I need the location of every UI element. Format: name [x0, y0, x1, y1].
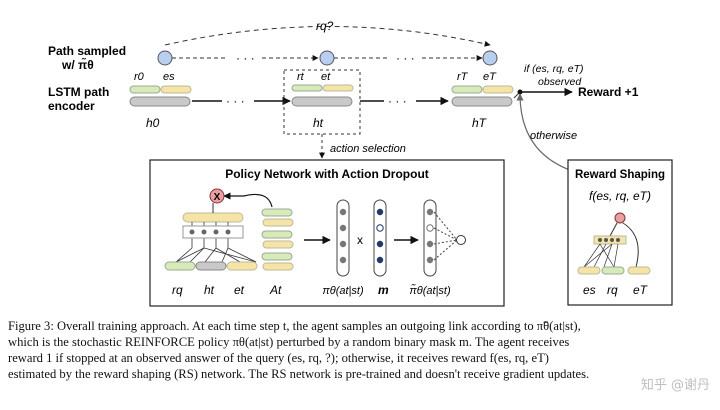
rs-rq-bar [601, 266, 625, 275]
ht-focus-box [283, 69, 361, 135]
dots-mid-1: · · · [226, 94, 245, 108]
r0-label: r0 [134, 71, 145, 83]
rs-mlp-to-output [609, 222, 618, 237]
caption-line-1: Figure 3: Overall training approach. At … [8, 319, 581, 333]
pi-tilde-label: π̃θ(at|st) [409, 284, 451, 297]
if-observed-label-2: observed [538, 76, 582, 88]
caption-line-2: which is the stochastic REINFORCE policy… [8, 335, 570, 349]
pi-tilde-units [426, 208, 434, 264]
dots-top-2: · · · [396, 51, 415, 65]
at-relation-bar-2 [261, 230, 293, 239]
h0-relation-bar [129, 85, 161, 94]
query-arc [164, 26, 491, 47]
reward-shaping-title: Reward Shaping [575, 169, 665, 181]
et-label: et [321, 71, 331, 83]
rT-label: rT [457, 71, 469, 83]
encoder-label: encoder [48, 99, 95, 113]
h0-entity-bar [160, 85, 192, 94]
mlp-hidden-units [189, 229, 231, 235]
sampling-edges [433, 211, 458, 261]
pi-label: πθ(at|st) [322, 285, 364, 297]
rq-query-label: rq? [316, 19, 334, 33]
hT-entity-bar [482, 85, 514, 94]
node-start [157, 50, 173, 66]
sampler-node [456, 235, 466, 245]
reward-shaping-box [567, 159, 673, 306]
reward-label: Reward +1 [578, 85, 639, 99]
mlp-hidden-layer [182, 225, 244, 239]
at-relation-bar-1 [261, 208, 293, 217]
pi-vector-units [339, 208, 347, 264]
lstm-label: LSTM path [48, 85, 109, 99]
input-et-bar [226, 261, 258, 271]
rs-rq-label: rq [607, 283, 618, 297]
pi-tilde-vector [423, 199, 437, 277]
dot-product-mark: X [214, 192, 221, 203]
rs-es-bar [577, 266, 601, 275]
rs-eT-to-output [622, 222, 639, 268]
rs-connections [583, 243, 619, 268]
input-rq-label: rq [172, 283, 183, 297]
path-sampled-label: Path sampled [48, 44, 126, 58]
path-sampled-policy-label: w/ π̃θ [61, 57, 94, 72]
at-relation-bar-3 [261, 252, 293, 261]
caption-line-3: reward 1 if stopped at an observed answe… [8, 351, 549, 365]
policy-network-title: Policy Network with Action Dropout [225, 167, 429, 181]
rs-es-label: es [583, 283, 596, 297]
watermark: 知乎 @谢丹 [640, 378, 710, 393]
ht-entity-bar [322, 84, 354, 92]
node-end [482, 50, 498, 66]
times-sign: x [357, 233, 363, 247]
rs-eT-label: eT [633, 283, 649, 297]
rt-label: rt [297, 71, 305, 83]
mask-label: m [378, 283, 389, 297]
figure-caption: Figure 3: Overall training approach. At … [8, 318, 714, 382]
h0-label: h0 [146, 116, 160, 130]
dots-mid-2: · · · [388, 94, 407, 108]
input-ht-label: ht [204, 283, 215, 297]
at-entity-bar-3 [262, 262, 294, 271]
at-entity-bar-1 [262, 218, 294, 227]
reward-function-label: f(es, rq, eT) [589, 189, 651, 203]
dots-top-1: · · · [236, 51, 255, 65]
action-selection-label: action selection [330, 143, 406, 155]
es-label: es [163, 71, 175, 83]
h0-hidden-bar [129, 96, 191, 107]
hT-label: hT [472, 116, 488, 130]
otherwise-label: otherwise [530, 130, 577, 142]
rs-eT-bar [627, 266, 651, 275]
mlp-top-layer [182, 212, 244, 223]
rs-hidden-units [598, 238, 620, 242]
input-ht-bar [195, 261, 227, 271]
ht-relation-bar [291, 84, 323, 92]
eT-label: eT [483, 71, 497, 83]
dot-product-node [209, 188, 225, 204]
input-et-label: et [234, 283, 245, 297]
mlp-connections [175, 222, 257, 263]
at-label: At [269, 283, 282, 297]
pi-vector [336, 199, 350, 277]
caption-line-4: estimated by the reward shaping (RS) net… [8, 367, 590, 381]
at-to-dot-curve [243, 193, 273, 208]
rs-output-node [614, 212, 626, 224]
hT-relation-bar [451, 85, 483, 94]
hT-hidden-bar [451, 96, 513, 107]
mask-vector-units [376, 208, 384, 264]
at-entity-bar-2 [262, 240, 294, 249]
node-t [319, 50, 335, 66]
branch-point [517, 89, 523, 95]
input-rq-bar [164, 261, 196, 271]
ht-hidden-bar [291, 96, 353, 107]
if-observed-label-1: if (es, rq, eT) [524, 63, 584, 75]
ht-label: ht [313, 116, 324, 130]
mask-vector [373, 199, 387, 277]
